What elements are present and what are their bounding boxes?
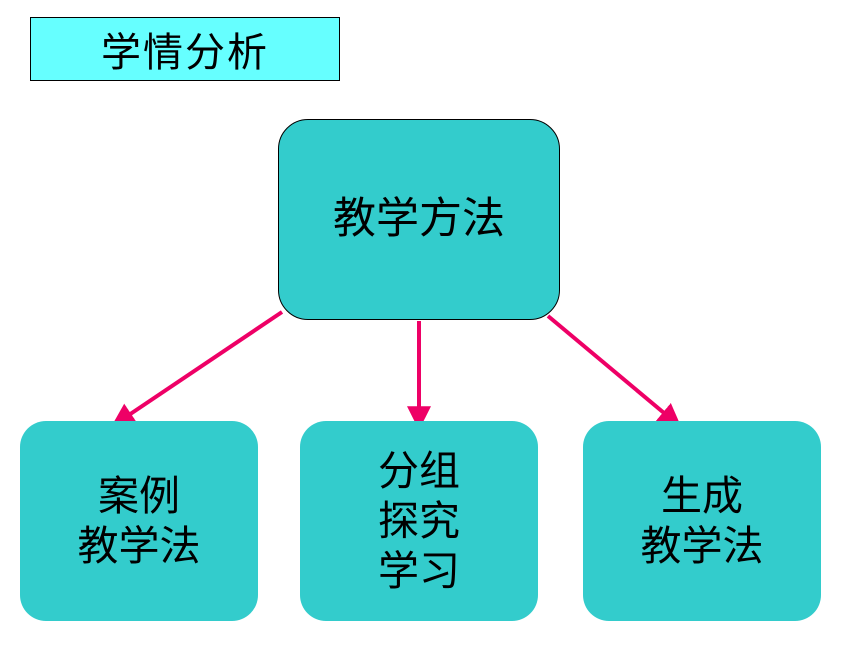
arrow-to-generative-method <box>546 314 682 428</box>
root-node-label: 教学方法 <box>333 194 505 245</box>
child-node-label-line: 案例 <box>98 471 180 520</box>
slide-title: 学情分析 <box>30 17 340 81</box>
child-node-label-line: 生成 <box>661 471 743 520</box>
arrow-to-case-method <box>111 310 284 428</box>
child-node-label-line: 教学法 <box>77 522 201 570</box>
child-node-label-line: 探究 <box>378 496 460 545</box>
child-node-generative-method: 生成 教学法 <box>583 421 821 621</box>
child-node-group-inquiry: 分组 探究 学习 <box>300 421 538 621</box>
child-node-label-line: 学习 <box>378 547 460 595</box>
child-node-label-line: 教学法 <box>640 522 764 570</box>
child-node-label-line: 分组 <box>378 446 460 495</box>
root-node-teaching-methods: 教学方法 <box>278 119 560 320</box>
child-node-case-method: 案例 教学法 <box>20 421 258 621</box>
slide-title-text: 学情分析 <box>101 30 269 76</box>
